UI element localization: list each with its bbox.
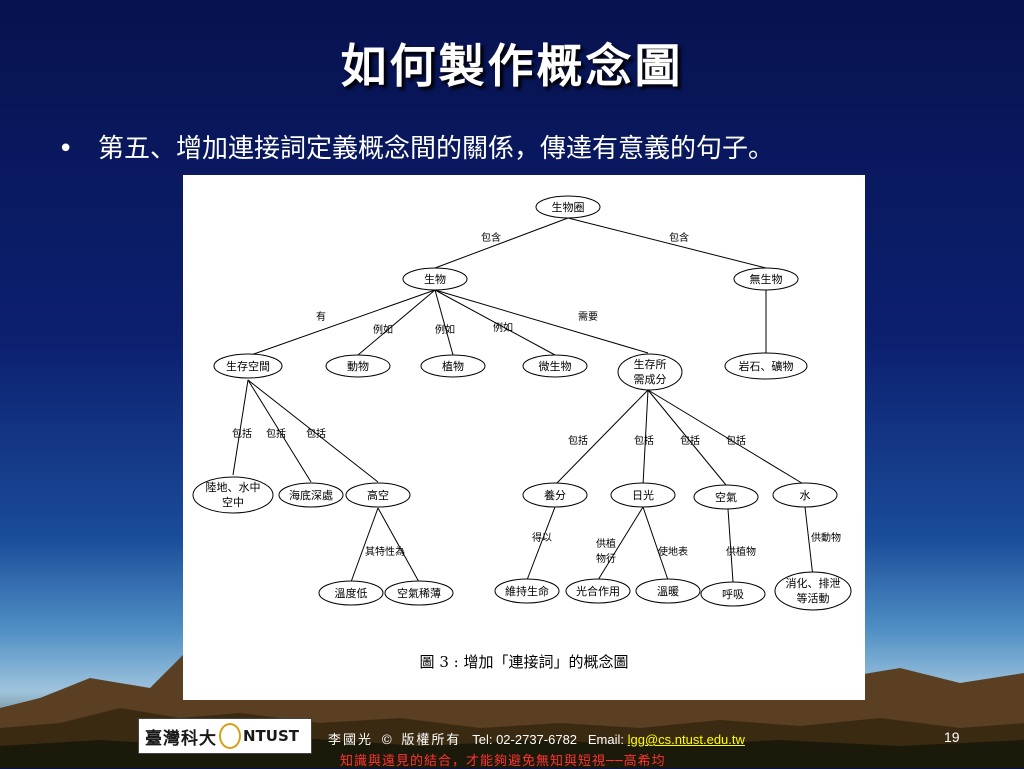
concept-map: 生物圈 生物 無生物 生存空間 動物 植物 微生物 生存所 需成分 岩石、礦物 … xyxy=(192,195,852,611)
footer-email-link[interactable]: lgg@cs.ntust.edu.tw xyxy=(627,732,745,747)
node-high: 高空 xyxy=(367,488,389,502)
footer-contact: 李國光 © 版權所有 Tel: 02-2737-6782 Email: lgg@… xyxy=(328,729,745,748)
logo-cn-text: 臺灣科大 xyxy=(145,728,217,749)
node-lowtemp: 溫度低 xyxy=(335,586,368,600)
node-needs-line1: 生存所 xyxy=(634,357,667,371)
link-make-surface: 使地表 xyxy=(658,545,688,558)
ntust-logo: 臺灣科大 NTUST xyxy=(138,718,312,754)
link-feature: 其特性為 xyxy=(365,545,405,558)
link-supply-plants-1: 供植 xyxy=(596,537,616,550)
link-eg2: 例如 xyxy=(435,323,455,336)
node-deepsea: 海底深處 xyxy=(289,488,333,502)
link-root-nonliving: 包含 xyxy=(669,231,689,244)
node-digest-line1: 消化、排泄 xyxy=(786,576,841,590)
logo-en-text: NTUST xyxy=(243,727,300,745)
node-land-line1: 陸地、水中 xyxy=(206,481,261,494)
node-sustain: 維持生命 xyxy=(505,584,549,598)
link-have: 有 xyxy=(316,310,326,323)
node-nutrient: 養分 xyxy=(544,488,566,502)
node-air: 空氣 xyxy=(715,490,737,504)
link-eg1: 例如 xyxy=(373,323,393,336)
node-plant: 植物 xyxy=(442,359,464,373)
node-rock: 岩石、礦物 xyxy=(739,359,794,373)
link-for-life: 供動物 xyxy=(811,531,841,544)
link-inc7: 包括 xyxy=(726,434,746,447)
node-nonliving: 無生物 xyxy=(750,272,783,286)
link-inc3: 包括 xyxy=(306,427,326,440)
node-land-line2: 空中 xyxy=(222,495,244,509)
bullet-item: • 第五、增加連接詞定義概念間的關係，傳達有意義的句子。 xyxy=(58,128,774,165)
node-sun: 日光 xyxy=(632,488,654,502)
footer-quote: 知識與遠見的結合，才能夠避免無知與短視──高希均 xyxy=(340,754,666,769)
link-inc6: 包括 xyxy=(680,434,700,447)
slide-title: 如何製作概念圖 xyxy=(340,39,684,93)
node-needs-line2: 需成分 xyxy=(634,373,667,386)
footer-tel: Tel: 02-2737-6782 xyxy=(472,732,578,747)
link-by: 得以 xyxy=(532,532,552,544)
figure-caption: 圖 3 : 增加「連接詞」的概念圖 xyxy=(419,653,629,671)
link-eg3: 例如 xyxy=(493,321,513,334)
link-inc4: 包括 xyxy=(568,434,588,447)
node-warm: 溫暖 xyxy=(657,584,679,598)
link-supply-plants-2: 物行 xyxy=(596,552,616,565)
node-root: 生物圈 xyxy=(552,200,585,214)
bullet-icon: • xyxy=(58,134,74,164)
bullet-text: 第五、增加連接詞定義概念間的關係，傳達有意義的句子。 xyxy=(98,134,775,164)
page-number: 19 xyxy=(944,729,960,745)
footer-author: 李國光 xyxy=(328,733,374,748)
concept-map-figure: 生物圈 生物 無生物 生存空間 動物 植物 微生物 生存所 需成分 岩石、礦物 … xyxy=(183,175,865,700)
footer-email-label: Email: xyxy=(587,732,625,747)
node-water: 水 xyxy=(800,489,811,502)
logo-emblem-icon xyxy=(219,723,241,749)
node-habitat: 生存空間 xyxy=(226,359,270,373)
link-root-living: 包含 xyxy=(481,231,501,244)
link-inc2: 包括 xyxy=(266,427,286,440)
node-microbe: 微生物 xyxy=(539,359,572,373)
node-photo: 光合作用 xyxy=(576,584,620,598)
footer-copyright: © 版權所有 xyxy=(380,733,462,748)
link-for-plants: 供植物 xyxy=(726,545,756,558)
node-digest-line2: 等活動 xyxy=(797,591,830,605)
node-animal: 動物 xyxy=(347,359,369,373)
node-living: 生物 xyxy=(424,272,446,286)
link-need: 需要 xyxy=(578,311,598,323)
link-inc5: 包括 xyxy=(634,434,654,447)
node-breath: 呼吸 xyxy=(722,588,744,601)
node-thinair: 空氣稀薄 xyxy=(397,586,441,600)
link-inc1: 包括 xyxy=(232,427,252,440)
